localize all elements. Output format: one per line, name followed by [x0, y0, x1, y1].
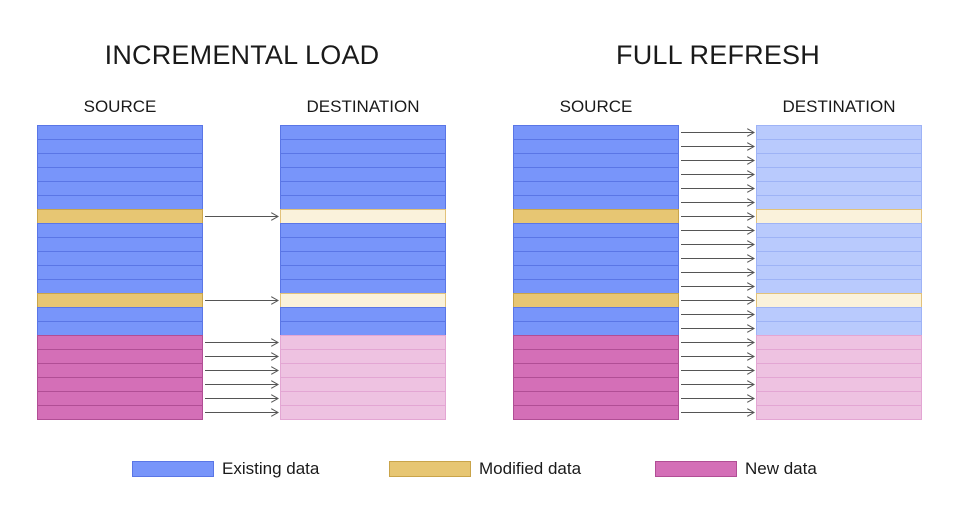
- legend-modified: Modified data: [389, 459, 581, 479]
- legend-existing: Existing data: [132, 459, 319, 479]
- incremental-destination-row-new-light: [280, 405, 446, 420]
- incremental-destination-label: DESTINATION: [306, 97, 420, 116]
- legend-existing-swatch: [132, 461, 214, 477]
- incremental-load-title: INCREMENTAL LOAD: [104, 40, 380, 70]
- legend-new: New data: [655, 459, 817, 479]
- legend-modified-swatch: [389, 461, 471, 477]
- incremental-source-row-new: [37, 405, 203, 420]
- legend-existing-label: Existing data: [222, 459, 320, 478]
- incremental-source-table: [37, 125, 203, 420]
- legend-modified-label: Modified data: [479, 459, 582, 478]
- full-source-label: SOURCE: [559, 97, 633, 116]
- full-source-row-new: [513, 405, 679, 420]
- full-refresh-title: FULL REFRESH: [616, 40, 820, 70]
- incremental-source-label: SOURCE: [83, 97, 157, 116]
- full-source-table: [513, 125, 679, 420]
- legend-new-label: New data: [745, 459, 817, 478]
- legend-new-swatch: [655, 461, 737, 477]
- incremental-destination-table: [280, 125, 446, 420]
- full-destination-label: DESTINATION: [782, 97, 896, 116]
- full-destination-row-new-light: [756, 405, 922, 420]
- full-destination-table: [756, 125, 922, 420]
